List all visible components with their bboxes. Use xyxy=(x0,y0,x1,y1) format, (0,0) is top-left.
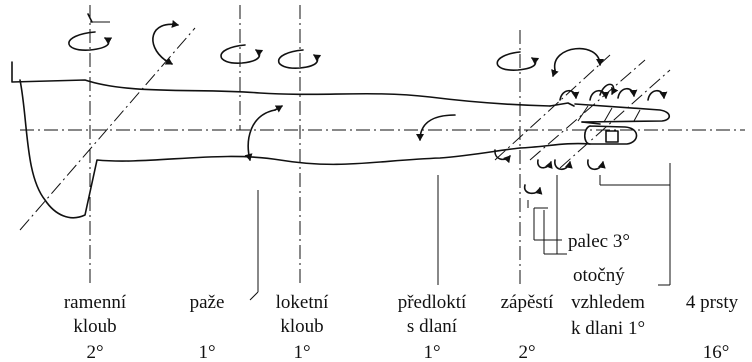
label-thumb-rotary-line2: vzhledem xyxy=(571,292,645,313)
label-elbow-line1: loketní xyxy=(276,292,329,313)
label-forearm-line2: s dlaní xyxy=(407,316,458,337)
labels: ramenní kloub 2° paže 1° loketní kloub 1… xyxy=(64,231,739,362)
deg-elbow: 1° xyxy=(293,342,310,362)
leader-lines xyxy=(249,163,671,301)
label-wrist: zápěstí xyxy=(501,292,554,313)
rotation-arrows xyxy=(68,13,668,195)
label-thumb-rotary-line1: otočný xyxy=(573,265,625,286)
label-elbow-line2: kloub xyxy=(280,316,323,337)
deg-wrist: 2° xyxy=(518,342,535,362)
label-thumb-rotary-line3: k dlani 1° xyxy=(571,318,645,339)
label-forearm-line1: předloktí xyxy=(398,292,467,313)
label-fingers: 4 prsty xyxy=(686,292,739,313)
label-shoulder-line1: ramenní xyxy=(64,292,127,313)
arm-outline xyxy=(11,61,671,219)
label-thumb: palec 3° xyxy=(568,231,630,252)
deg-fingers: 16° xyxy=(703,342,730,362)
deg-arm: 1° xyxy=(198,342,215,362)
label-shoulder-line2: kloub xyxy=(73,316,116,337)
deg-shoulder: 2° xyxy=(86,342,103,362)
deg-forearm: 1° xyxy=(423,342,440,362)
axes xyxy=(19,5,745,285)
label-arm: paže xyxy=(190,292,225,313)
